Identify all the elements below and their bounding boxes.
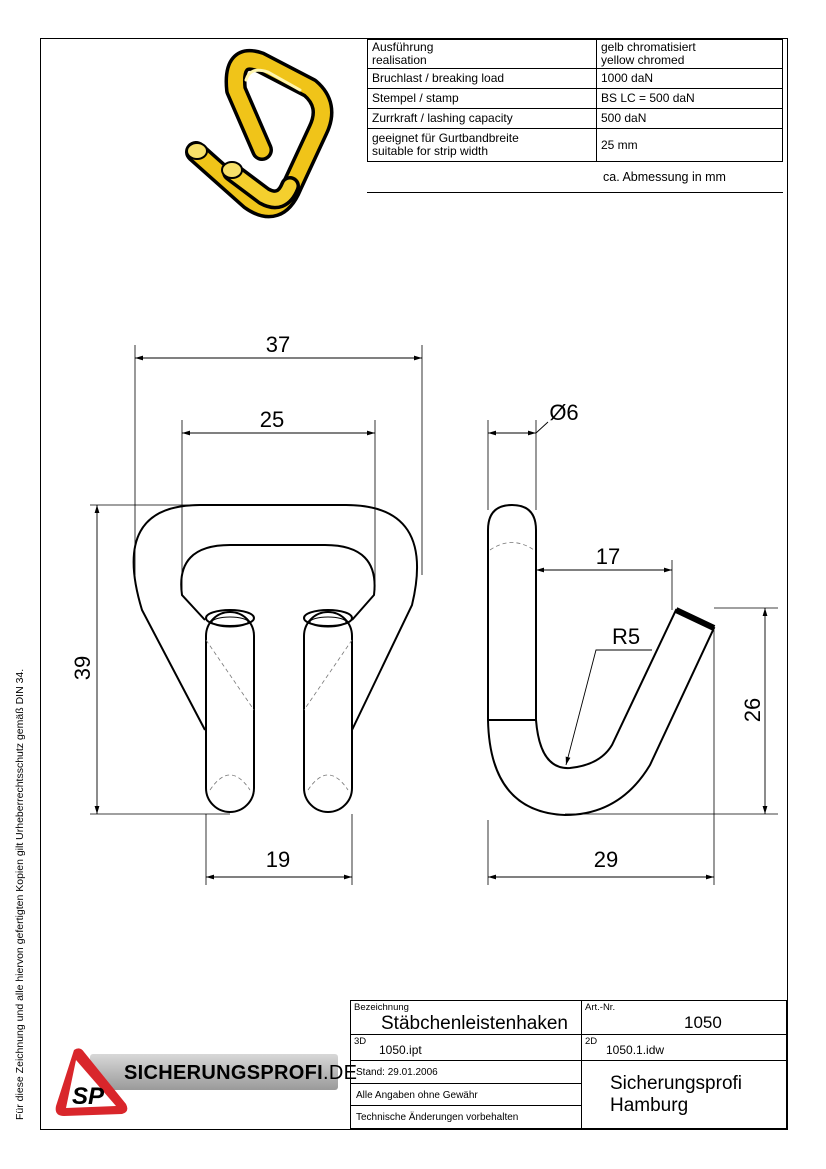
- spec-value: 1000 daN: [596, 68, 783, 89]
- logo-text: SICHERUNGSPROFI.DE: [124, 1062, 357, 1085]
- company-city: Hamburg: [610, 1095, 689, 1116]
- spec-value: BS LC = 500 daN: [596, 88, 783, 109]
- extension-lines: [90, 345, 778, 885]
- spec-value: 25 mm: [596, 128, 783, 162]
- tb-bez-label: Bezeichnung: [354, 1002, 409, 1013]
- tb-art-label: Art.-Nr.: [585, 1002, 616, 1013]
- spec-label: Zurrkraft / lashing capacity: [367, 108, 597, 129]
- dim-37: 37: [266, 332, 290, 357]
- logo-triangle-icon: SP: [55, 1048, 128, 1116]
- dim-26: 26: [740, 698, 765, 722]
- tb-aenderung-cell: Technische Änderungen vorbehalten: [350, 1105, 582, 1129]
- tb-company-cell: Sicherungsprofi Hamburg: [581, 1060, 787, 1129]
- dim-diameter-6: Ø6: [549, 400, 578, 425]
- tb-art-cell: Art.-Nr. 1050: [581, 1000, 787, 1035]
- dimension-texts: 37 25 39 19 Ø6 17 R5 26 29: [70, 332, 765, 872]
- logo-band: [90, 1054, 338, 1090]
- tb-angaben-cell: Alle Angaben ohne Gewähr: [350, 1083, 582, 1106]
- dim-29: 29: [594, 847, 618, 872]
- disclaimer: Alle Angaben ohne Gewähr: [356, 1090, 478, 1101]
- dim-19: 19: [266, 847, 290, 872]
- dim-39: 39: [70, 656, 95, 680]
- company-name: Sicherungsprofi: [610, 1073, 743, 1094]
- tb-2d-label: 2D: [585, 1036, 598, 1047]
- drawing-frame: [40, 38, 788, 1130]
- hook-3d-image: [185, 49, 334, 219]
- title-block: Bezeichnung Stäbchenleistenhaken Art.-Nr…: [350, 1000, 787, 1129]
- company-logo: SP SICHERUNGSPROFI.DE: [52, 1046, 357, 1120]
- tb-3d-label: 3D: [354, 1036, 367, 1047]
- logo-brand: SICHERUNGSPROFI: [124, 1062, 323, 1084]
- tb-stand-cell: Stand: 29.01.2006: [350, 1060, 582, 1084]
- dim-radius-5: R5: [612, 624, 640, 649]
- tb-name-cell: Bezeichnung Stäbchenleistenhaken: [350, 1000, 582, 1035]
- article-number: 1050: [684, 1013, 722, 1032]
- part-name: Stäbchenleistenhaken: [381, 1013, 568, 1034]
- changes-note: Technische Änderungen vorbehalten: [356, 1112, 519, 1123]
- logo-initials: SP: [72, 1083, 105, 1110]
- side-hidden-lines: [489, 542, 535, 551]
- dimension-note: ca. Abmessung in mm: [603, 170, 726, 184]
- front-view: [132, 504, 419, 813]
- date-stand: Stand: 29.01.2006: [356, 1067, 438, 1078]
- dimension-lines: [94, 355, 768, 880]
- file-3d: 1050.ipt: [379, 1043, 422, 1057]
- tb-3d-cell: 3D 1050.ipt: [350, 1034, 582, 1061]
- dim-25: 25: [260, 407, 284, 432]
- hidden-lines: [205, 639, 353, 791]
- logo-suffix: .DE: [322, 1062, 358, 1084]
- divider: [367, 192, 783, 193]
- spec-row-stamp: Stempel / stamp BS LC = 500 daN: [367, 88, 783, 109]
- file-2d: 1050.1.idw: [606, 1043, 665, 1057]
- tb-2d-cell: 2D 1050.1.idw: [581, 1034, 787, 1061]
- side-view: [487, 503, 716, 817]
- dim-17: 17: [596, 544, 620, 569]
